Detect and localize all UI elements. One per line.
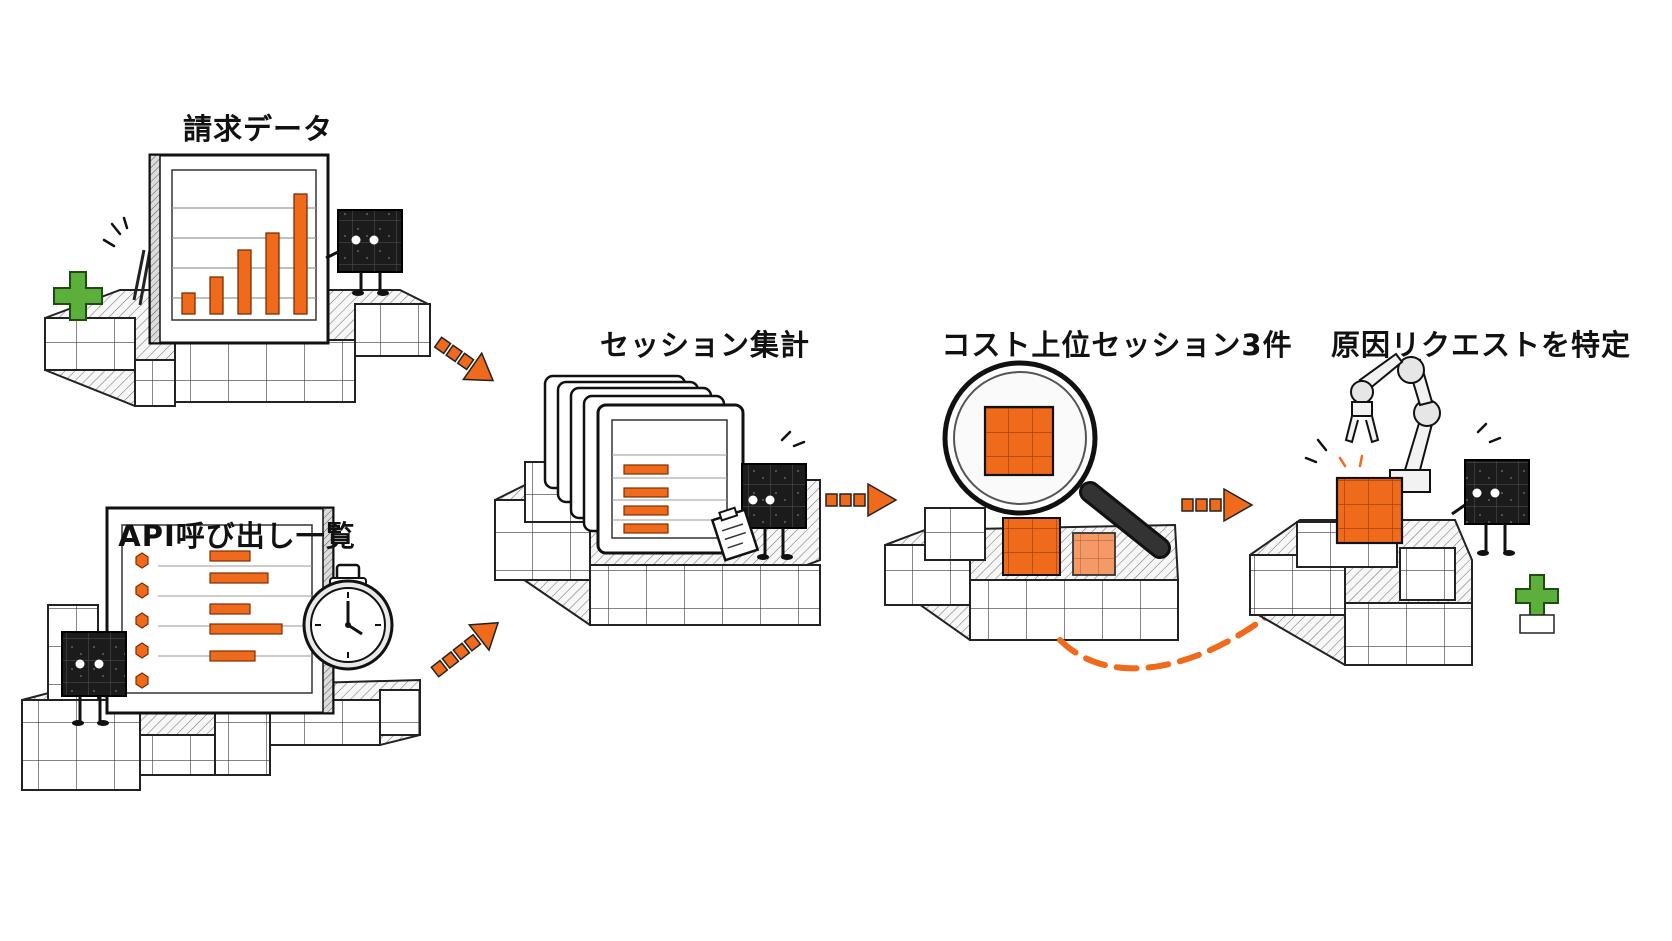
cube-character-icon (741, 463, 807, 560)
arrow-session-to-top (825, 482, 898, 518)
cube-character-icon (325, 209, 403, 296)
root-cause-stage (1249, 352, 1559, 667)
spark-marks (780, 430, 806, 448)
cube-character-icon (61, 631, 127, 726)
billing-platform (44, 289, 431, 407)
arrow-icon (430, 336, 1254, 678)
step-label-session-aggregate: セッション集計 (599, 328, 811, 362)
spark-marks (102, 216, 129, 248)
orange-cube-small (1072, 532, 1116, 576)
cube-character-icon (1451, 459, 1530, 556)
arrow-api-to-session (430, 621, 500, 678)
orange-cube-target (1335, 476, 1404, 545)
list-board-icon (105, 506, 335, 715)
bar-chart-board-icon (132, 153, 330, 345)
stopwatch-icon (302, 563, 394, 671)
step-label-billing: 請求データ (182, 112, 334, 146)
top-sessions-stage (884, 360, 1278, 672)
green-plus-icon (53, 271, 103, 321)
dashed-connector (1057, 607, 1278, 672)
billing-stage (44, 153, 431, 407)
spark-marks (1304, 422, 1502, 468)
green-plus-icon (1515, 574, 1559, 634)
magnifying-glass-icon (942, 360, 1171, 559)
orange-cube-large (1002, 517, 1061, 576)
api-calls-stage (21, 506, 421, 791)
session-aggregate-stage (494, 374, 821, 626)
clipboard-icon (710, 506, 760, 562)
folder-stack-icon (543, 374, 745, 555)
step-label-top-sessions: コスト上位セッション3件 (941, 328, 1293, 362)
cause-platform (1249, 519, 1473, 667)
arrow-billing-to-session (433, 336, 495, 382)
arrow-top-to-cause (1181, 487, 1254, 523)
step-label-api-calls: API呼び出し一覧 (118, 519, 356, 553)
step-label-root-cause: 原因リクエストを特定 (1330, 328, 1632, 362)
robot-arm-icon (1344, 352, 1441, 493)
